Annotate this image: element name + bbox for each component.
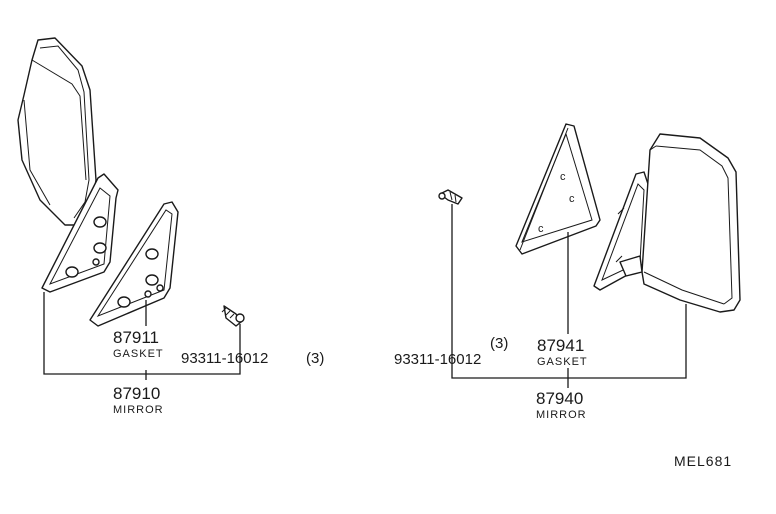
left-mirror-head [17, 37, 97, 226]
left-leader-lines [43, 292, 241, 380]
right-gasket-shape: c c c [515, 123, 601, 255]
left-gasket-shape [89, 201, 179, 327]
svg-text:c: c [569, 193, 575, 205]
left-mirror-number: 87910 [113, 384, 160, 403]
right-leader-lines [451, 204, 687, 388]
figure-code: MEL681 [674, 453, 732, 469]
right-screw-icon [438, 189, 463, 205]
left-gasket-number: 87911 [113, 328, 159, 347]
left-screw-qty: (3) [306, 350, 324, 367]
right-gasket-number: 87941 [537, 336, 584, 355]
right-gasket-name: GASKET [537, 356, 588, 368]
right-mirror-name: MIRROR [536, 409, 587, 421]
left-gasket-name: GASKET [113, 348, 164, 360]
left-mirror-name: MIRROR [113, 404, 164, 416]
right-mirror-number: 87940 [536, 389, 583, 408]
left-screw-icon [221, 305, 245, 327]
right-screw-qty: (3) [490, 335, 508, 352]
left-mirror-base [41, 173, 119, 293]
left-screw-number: 93311-16012 [181, 350, 268, 367]
right-screw-number: 93311-16012 [394, 351, 481, 368]
svg-text:c: c [560, 171, 566, 183]
right-mirror-head [619, 133, 741, 313]
svg-text:c: c [538, 223, 544, 235]
